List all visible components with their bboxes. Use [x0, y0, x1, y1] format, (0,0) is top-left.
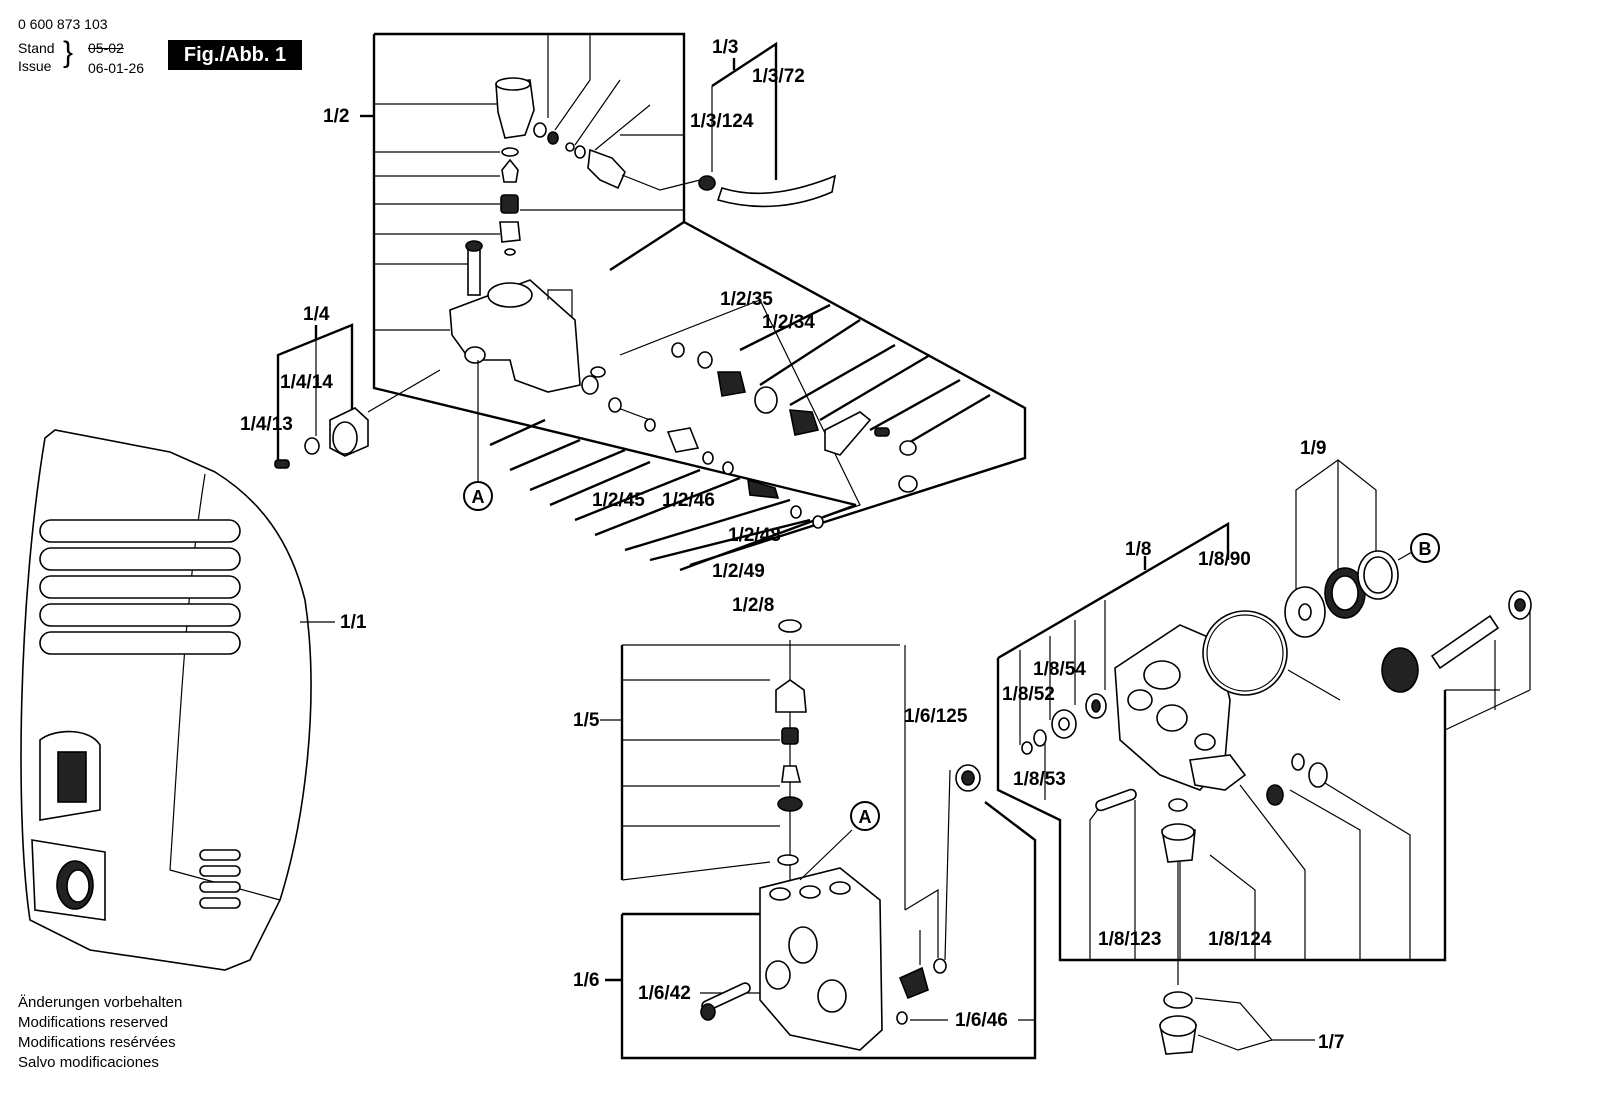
- reference-a-upper-label: A: [472, 487, 485, 507]
- group-1-5: [600, 619, 900, 881]
- reference-a-lower-label: A: [859, 807, 872, 827]
- reference-a-lower: [850, 801, 880, 831]
- valve-fitting-parts: [449, 77, 626, 395]
- label-1-2-45: 1/2/45: [592, 490, 645, 511]
- label-1-8: 1/8: [1125, 539, 1151, 560]
- label-1-2-8: 1/2/8: [732, 595, 774, 616]
- label-1-2-46: 1/2/46: [662, 490, 715, 511]
- group-1-7: [1159, 862, 1315, 1055]
- issue-date: 06-01-26: [88, 60, 145, 76]
- reference-a-upper: [463, 481, 493, 511]
- label-1-7: 1/7: [1318, 1032, 1344, 1053]
- label-1-2-48: 1/2/48: [728, 525, 781, 546]
- stand-label: Stand: [18, 40, 55, 56]
- group-1-6: [605, 645, 1037, 1060]
- group-1-2-frame: [360, 32, 1027, 572]
- figure-label: Fig./Abb. 1: [168, 40, 302, 70]
- footer-note-en: Modifications reserved: [18, 1014, 169, 1031]
- label-1-4-14: 1/4/14: [280, 372, 333, 393]
- label-1-3-72: 1/3/72: [752, 66, 805, 87]
- label-1-3: 1/3: [712, 37, 738, 58]
- old-issue-date: 05-02: [88, 40, 124, 56]
- issue-label: Issue: [18, 58, 52, 74]
- label-1-8-53: 1/8/53: [1013, 769, 1066, 790]
- label-1-1: 1/1: [340, 612, 367, 633]
- label-1-9: 1/9: [1300, 438, 1326, 459]
- reference-b-label: B: [1419, 539, 1432, 559]
- label-1-6-46: 1/6/46: [955, 1010, 1008, 1031]
- label-1-8-124: 1/8/124: [1208, 929, 1272, 950]
- footer-note-de: Änderungen vorbehalten: [18, 994, 183, 1011]
- label-1-8-52: 1/8/52: [1002, 684, 1055, 705]
- label-1-2: 1/2: [323, 106, 349, 127]
- label-1-8-123: 1/8/123: [1098, 929, 1161, 950]
- group-1-8: [996, 521, 1532, 962]
- label-1-8-54: 1/8/54: [1033, 659, 1086, 680]
- housing-cover: [20, 429, 312, 971]
- footer-note-es: Salvo modificaciones: [18, 1054, 159, 1071]
- group-1-4: [274, 323, 441, 469]
- label-1-6: 1/6: [573, 970, 599, 991]
- document-number: 0 600 873 103: [18, 16, 108, 32]
- group-1-9: [1284, 459, 1413, 638]
- label-1-2-35: 1/2/35: [720, 289, 773, 310]
- label-1-6-125: 1/6/125: [904, 706, 968, 727]
- label-1-8-90: 1/8/90: [1198, 549, 1251, 570]
- footer-note-fr: Modifications resérvées: [18, 1034, 176, 1051]
- label-1-4-13: 1/4/13: [240, 414, 293, 435]
- pump-valve-parts: [608, 342, 918, 529]
- label-1-2-34: 1/2/34: [762, 312, 815, 333]
- label-1-2-49: 1/2/49: [712, 561, 765, 582]
- hose-group: [621, 41, 837, 208]
- brace-glyph: }: [63, 36, 74, 69]
- label-1-3-124: 1/3/124: [690, 111, 754, 132]
- label-1-6-42: 1/6/42: [638, 983, 691, 1004]
- label-1-5: 1/5: [573, 710, 600, 731]
- label-1-4: 1/4: [303, 304, 330, 325]
- reference-b: [1410, 533, 1440, 563]
